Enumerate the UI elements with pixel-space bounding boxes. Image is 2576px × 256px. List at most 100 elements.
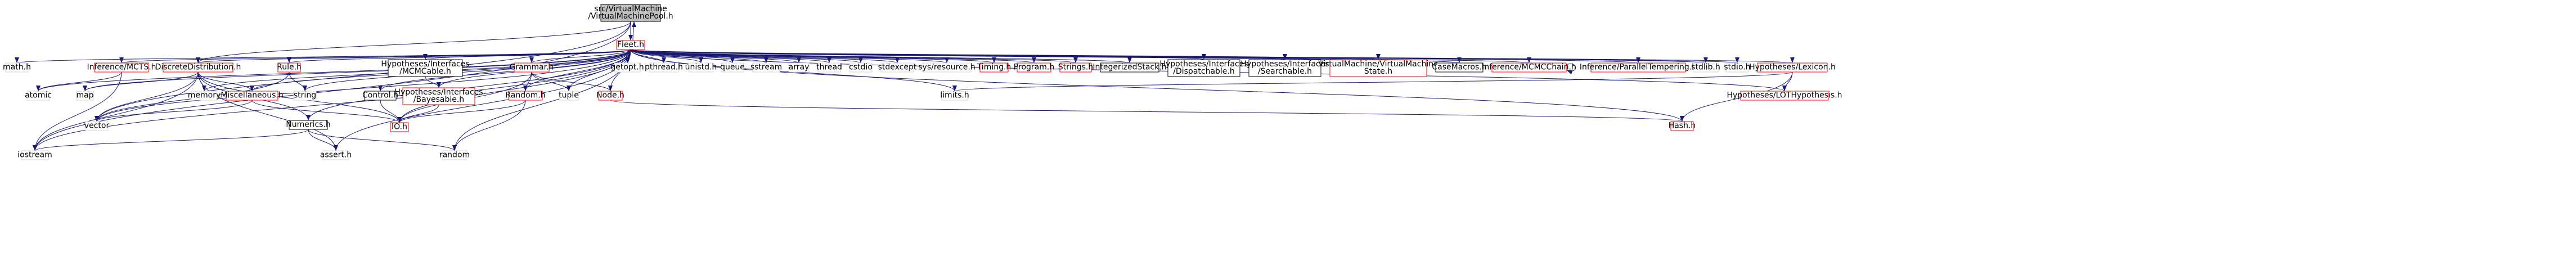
node-timing[interactable]: Timing.h xyxy=(977,62,1011,73)
node-iostream[interactable]: iostream xyxy=(17,150,52,160)
node-box xyxy=(1329,59,1427,77)
node-label: Inference/ParallelTempering.h xyxy=(1580,63,1697,72)
node-box xyxy=(979,62,1009,73)
edge-discrete-to-assert xyxy=(197,71,338,151)
edge-fleet-to-intstack xyxy=(630,49,1132,64)
node-lexicon[interactable]: Hypotheses/Lexicon.h xyxy=(1749,62,1836,73)
node-label: memory xyxy=(188,91,221,100)
node-control[interactable]: Control.h xyxy=(362,91,398,101)
node-math[interactable]: math.h xyxy=(3,62,31,73)
node-label: cstdio xyxy=(849,63,873,72)
node-label: stdio.h xyxy=(1724,63,1750,72)
node-fleet[interactable]: Fleet.h xyxy=(616,40,645,50)
node-box xyxy=(94,62,149,73)
node-partemp[interactable]: Inference/ParallelTempering.h xyxy=(1580,62,1697,73)
node-pthread[interactable]: pthread.h xyxy=(645,62,683,73)
edge-fleet-to-control xyxy=(378,49,631,92)
node-box xyxy=(277,62,301,73)
node-thread[interactable]: thread xyxy=(816,62,842,73)
node-label: map xyxy=(76,91,93,100)
node-map[interactable]: map xyxy=(76,91,94,101)
node-rule[interactable]: Rule.h xyxy=(277,62,302,73)
node-casemacros[interactable]: CaseMacros.h xyxy=(1432,62,1487,73)
node-memory[interactable]: memory xyxy=(188,91,221,101)
edge-fleet-to-root xyxy=(631,21,636,41)
node-vector[interactable]: vector xyxy=(84,121,110,131)
node-climits[interactable]: limits.h xyxy=(940,91,969,101)
node-misc[interactable]: Miscellaneous.h xyxy=(221,91,284,101)
edge-fleet-to-vector xyxy=(95,49,631,122)
edge-fleet-to-atomic xyxy=(36,49,631,92)
node-assert[interactable]: assert.h xyxy=(320,150,352,160)
node-mcmcchain[interactable]: Inference/MCMCChain.h xyxy=(1482,62,1576,73)
node-node[interactable]: Node.h xyxy=(596,91,624,101)
node-layer: src/VirtualMachine/VirtualMachinePool.hF… xyxy=(3,4,1842,160)
node-getopt[interactable]: getopt.h xyxy=(610,62,644,73)
node-stdexcept[interactable]: stdexcept xyxy=(878,62,917,73)
node-label: /MCMCable.h xyxy=(399,67,451,76)
node-box xyxy=(1725,62,1749,73)
edge-discrete-to-iostream xyxy=(33,71,199,151)
node-sstream[interactable]: sstream xyxy=(750,62,782,73)
edge-fleet-to-math xyxy=(15,49,631,64)
node-sysresource[interactable]: sys/resource.h xyxy=(918,62,975,73)
node-queue[interactable]: queue xyxy=(720,62,745,73)
node-atomic[interactable]: atomic xyxy=(25,91,52,101)
node-label: Miscellaneous.h xyxy=(221,91,283,100)
node-mcmctable[interactable]: Hypotheses/Interfaces/MCMCable.h xyxy=(381,59,470,77)
node-label: random xyxy=(439,151,470,160)
node-string[interactable]: string xyxy=(293,91,317,101)
node-box xyxy=(817,62,841,73)
node-stdio[interactable]: stdio.h xyxy=(1724,62,1751,73)
node-random[interactable]: Random.h xyxy=(505,91,546,101)
node-mcts[interactable]: Inference/MCTS.h xyxy=(87,62,156,73)
node-grammar[interactable]: Grammar.h xyxy=(510,62,554,73)
node-randomstd[interactable]: random xyxy=(439,150,470,160)
node-discrete[interactable]: DiscreteDistribution.h xyxy=(155,62,241,73)
node-label: atomic xyxy=(25,91,52,100)
node-label: Hypotheses/LOTHypothesis.h xyxy=(1727,91,1842,100)
node-numerics[interactable]: Numerics.h xyxy=(286,120,331,130)
node-box xyxy=(1693,62,1719,73)
edge-rule-to-string xyxy=(289,71,307,92)
node-label: Inference/MCTS.h xyxy=(87,63,156,72)
node-box xyxy=(191,91,218,101)
node-program[interactable]: Program.h xyxy=(1014,62,1054,73)
node-bayesable[interactable]: Hypotheses/Interfaces/Bayesable.h xyxy=(394,87,483,105)
node-box xyxy=(688,62,714,73)
node-label: array xyxy=(789,63,810,72)
node-tuple[interactable]: tuple xyxy=(559,91,579,101)
node-dispatchable[interactable]: Hypotheses/Interfaces/Dispatchable.h xyxy=(1159,59,1248,77)
node-intstack[interactable]: IntegerizedStack.h xyxy=(1093,62,1167,73)
node-label: Node.h xyxy=(596,91,624,100)
node-label: assert.h xyxy=(320,151,352,160)
edge-grammar-to-tuple xyxy=(531,71,571,92)
edge-mcmcchain-to-mcmcchain xyxy=(1566,64,1576,75)
node-hash[interactable]: Hash.h xyxy=(1669,121,1696,131)
node-box xyxy=(26,91,50,101)
node-box xyxy=(322,150,349,160)
node-lothyp[interactable]: Hypotheses/LOTHypothesis.h xyxy=(1727,91,1842,101)
node-label: Hypotheses/Interfaces xyxy=(381,60,469,69)
node-stdlib[interactable]: stdlib.h xyxy=(1691,62,1720,73)
node-array[interactable]: array xyxy=(788,62,810,73)
node-strings[interactable]: Strings.h xyxy=(1058,62,1093,73)
node-label: math.h xyxy=(3,63,31,72)
edge-node-to-hash xyxy=(610,100,1684,122)
node-unistd[interactable]: unistd.h xyxy=(685,62,717,73)
edge-lexicon-to-hash xyxy=(1680,71,1793,122)
node-box xyxy=(364,91,397,101)
node-box xyxy=(76,91,94,101)
node-cstdio[interactable]: cstdio xyxy=(849,62,873,73)
node-box xyxy=(1590,62,1686,73)
node-searchable[interactable]: Hypotheses/Interfaces/Searchable.h xyxy=(1240,59,1329,77)
edge-lexicon-to-lothyp xyxy=(1782,71,1793,92)
node-box xyxy=(1017,62,1051,73)
node-box xyxy=(922,62,972,73)
node-label: IntegerizedStack.h xyxy=(1093,63,1166,72)
node-ioh[interactable]: IO.h xyxy=(390,122,409,132)
node-label: tuple xyxy=(559,91,579,100)
edge-misc-to-vector xyxy=(95,100,253,122)
